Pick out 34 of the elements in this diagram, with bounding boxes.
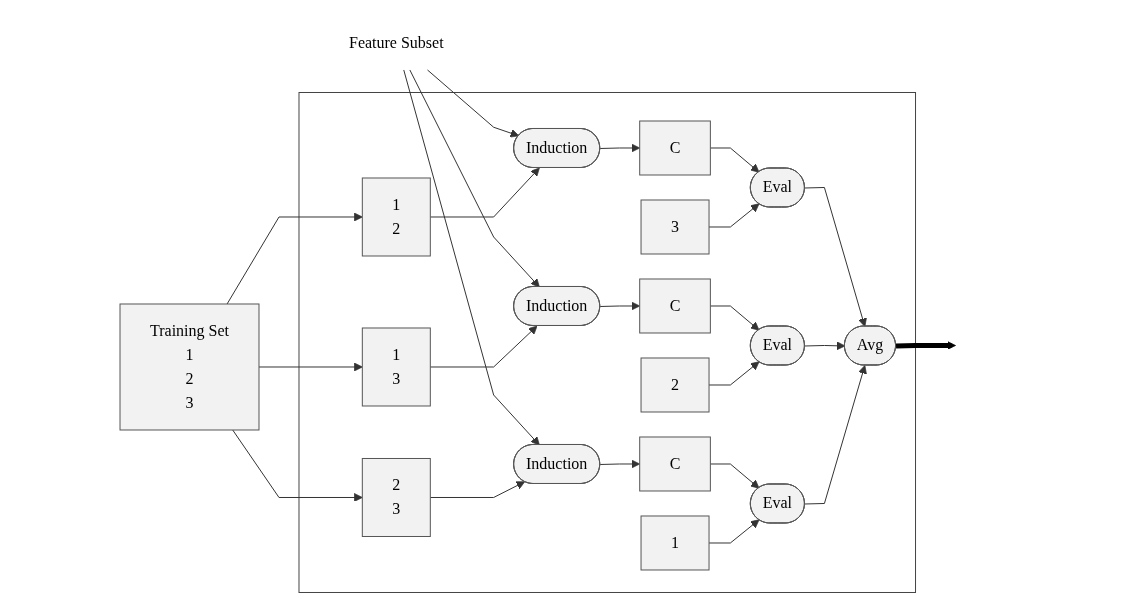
arrow	[430, 481, 526, 498]
node-box: C	[639, 278, 712, 334]
cluster	[298, 91, 917, 593]
arrow	[896, 340, 957, 350]
node-box: 1 2	[362, 177, 432, 257]
arrow	[804, 341, 846, 350]
arrow	[232, 429, 363, 502]
arrow	[430, 325, 538, 368]
node-box: 3	[640, 199, 710, 255]
arrow	[599, 459, 641, 469]
arrow	[708, 519, 760, 544]
node-box: 2 3	[362, 457, 432, 537]
arrow	[708, 361, 760, 386]
arrow	[804, 186, 868, 327]
arrow	[226, 212, 363, 305]
node-box: 2	[640, 357, 710, 413]
arrow	[710, 463, 760, 489]
arrow	[708, 203, 760, 228]
node-box: Training Set 1 2 3	[119, 303, 260, 431]
arrow	[804, 364, 868, 505]
arrow	[427, 69, 520, 138]
arrow	[710, 147, 760, 173]
arrow	[409, 69, 540, 288]
node-box: 1	[640, 515, 710, 571]
node-box: C	[639, 436, 712, 492]
node-box: C	[639, 120, 712, 176]
arrow	[258, 362, 363, 372]
arrow	[599, 143, 641, 153]
arrow	[430, 167, 540, 218]
node-box: 1 3	[362, 327, 432, 407]
arrow	[599, 301, 641, 311]
node-text: Feature Subset	[349, 33, 444, 51]
arrow	[710, 305, 760, 331]
arrow	[403, 69, 540, 446]
